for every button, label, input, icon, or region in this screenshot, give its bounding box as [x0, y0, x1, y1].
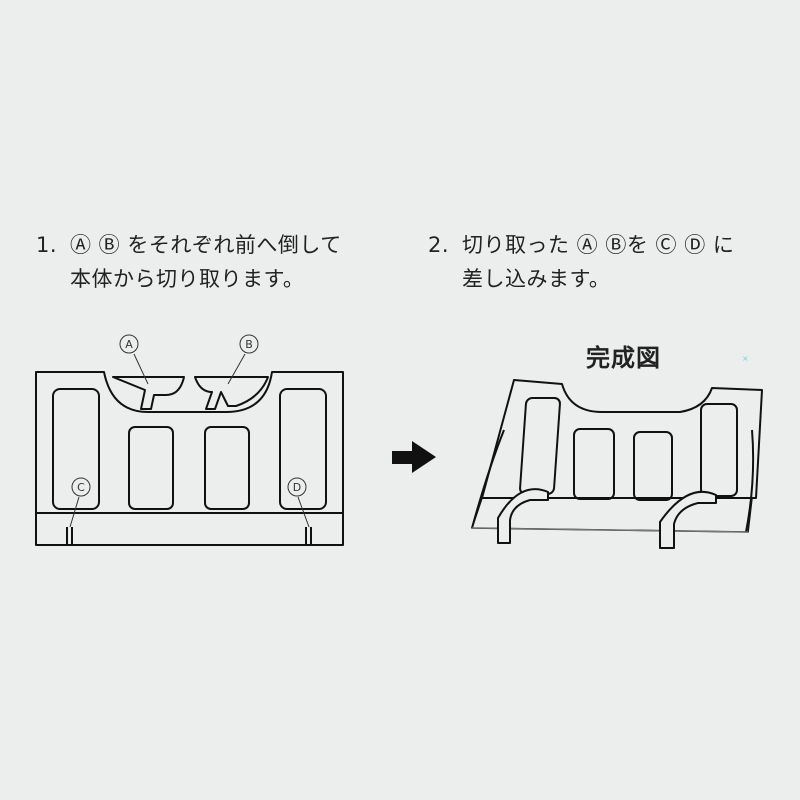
- leader-c: [69, 496, 80, 528]
- step-2-line-2: 差し込みます。: [462, 267, 611, 291]
- label-b: B: [245, 338, 253, 351]
- completed-diagram-title: 完成図: [586, 344, 661, 372]
- flat-sheet: [35, 371, 344, 546]
- completed-stand: [471, 379, 763, 549]
- leader-d: [297, 496, 310, 528]
- stand-window-3: [633, 431, 673, 501]
- sheet-outline: [35, 371, 344, 546]
- stand-tab-b: [659, 490, 717, 549]
- step-1-instruction: 1. Ⓐ Ⓑ をそれぞれ前へ倒して 本体から切り取ります。: [36, 228, 342, 296]
- label-c: C: [77, 481, 85, 494]
- leader-a: [133, 353, 149, 385]
- stand-window-4: [700, 403, 738, 497]
- window-inner-right: [204, 426, 250, 510]
- label-a: A: [125, 338, 133, 351]
- tab-b: [194, 376, 269, 410]
- stand-back-panel: [481, 379, 763, 499]
- step-1-number: 1.: [36, 233, 58, 257]
- stand-window-2: [573, 428, 615, 500]
- label-c-circle: [71, 477, 91, 497]
- label-d: D: [293, 481, 301, 494]
- step-2-number: 2.: [428, 233, 450, 257]
- window-inner-left: [128, 426, 174, 510]
- label-d-circle: [287, 477, 307, 497]
- step-1-line-1: Ⓐ Ⓑ をそれぞれ前へ倒して: [70, 233, 342, 257]
- step-2-instruction: 2. 切り取った Ⓐ Ⓑを Ⓒ Ⓓ に 差し込みます。: [428, 228, 734, 296]
- label-a-circle: [119, 334, 139, 354]
- right-arrow-icon: [392, 441, 436, 473]
- window-outer-right: [279, 388, 327, 510]
- cross-mark: ×: [742, 354, 749, 363]
- step-2-line-1: 切り取った Ⓐ Ⓑを Ⓒ Ⓓ に: [462, 233, 735, 257]
- stand-window-1: [519, 397, 561, 495]
- label-b-circle: [239, 334, 259, 354]
- step-1-line-2: 本体から切り取ります。: [70, 267, 305, 291]
- leader-b: [227, 353, 246, 385]
- stand-side-right: [745, 429, 755, 533]
- stand-tab-a: [497, 488, 549, 544]
- stand-base-front: [471, 527, 749, 533]
- window-outer-left: [52, 388, 100, 510]
- tab-a: [112, 376, 185, 410]
- label-markers: [69, 334, 310, 528]
